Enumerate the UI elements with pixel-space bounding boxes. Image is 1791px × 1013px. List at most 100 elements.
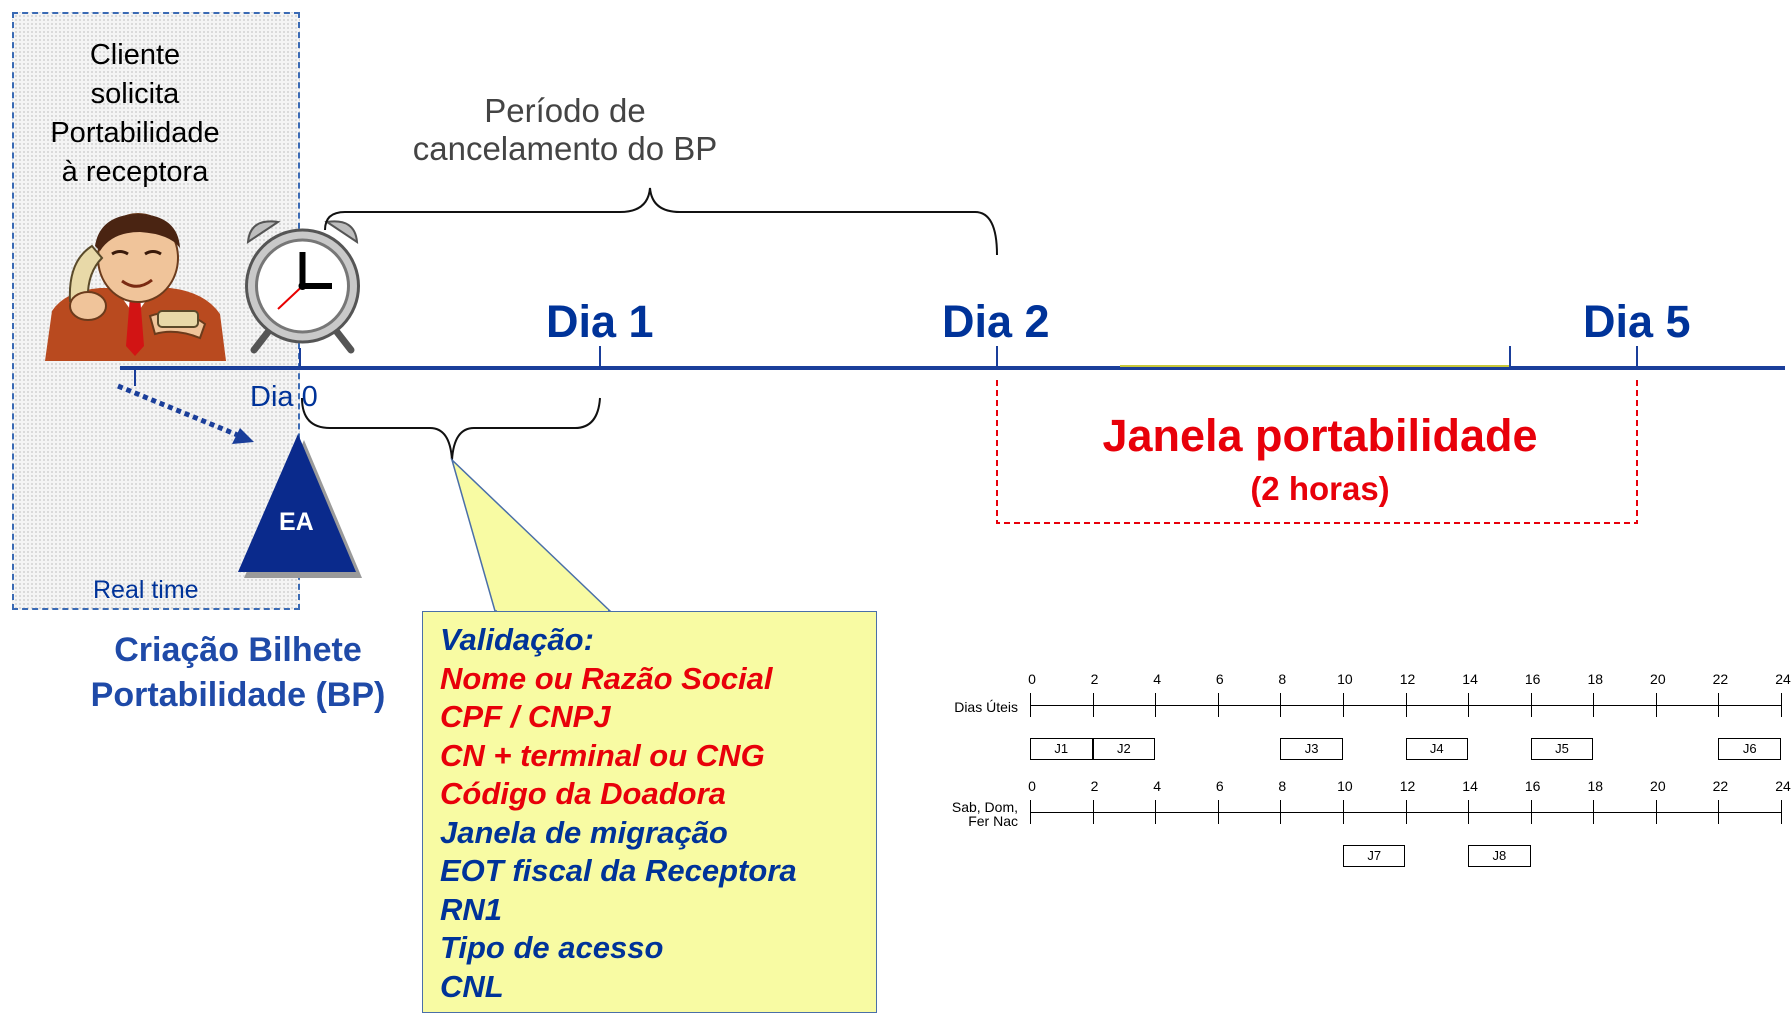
schedule-tick — [1468, 800, 1470, 824]
schedule-hour-label: 20 — [1650, 778, 1666, 794]
schedule-hour-label: 6 — [1215, 778, 1224, 794]
janela-title: Janela portabilidade — [1102, 410, 1538, 461]
schedule-tick — [1155, 800, 1157, 824]
migration-window-box: J8 — [1468, 845, 1531, 867]
schedule-tick — [1718, 800, 1720, 824]
client-line-3: Portabilidade — [50, 117, 220, 149]
schedule-tick — [1593, 693, 1595, 717]
schedule-hour-label: 8 — [1278, 778, 1287, 794]
validation-item: Tipo de acesso — [440, 930, 664, 965]
schedule-hour-label: 16 — [1524, 671, 1541, 687]
validation-item: CPF / CNPJ — [440, 699, 611, 734]
schedule-tick — [1655, 800, 1657, 824]
schedule-hour-label: 18 — [1587, 778, 1604, 794]
validation-item: RN1 — [440, 891, 503, 927]
schedule-tick — [1405, 693, 1407, 717]
dia0-label: Dia 0 — [250, 381, 318, 413]
schedule-hour-label: 2 — [1090, 778, 1099, 794]
schedule-hour-label: 6 — [1215, 671, 1224, 687]
cancellation-brace — [324, 187, 998, 256]
schedule-tick — [1781, 800, 1782, 824]
realtime-label: Real time — [93, 576, 199, 604]
schedule-tick — [1655, 693, 1657, 717]
validation-brace — [301, 397, 601, 461]
schedule-tick — [1342, 693, 1344, 717]
ticket-creation-label: Criação Bilhete Portabilidade (BP) — [68, 628, 408, 718]
schedule-hour-label: 10 — [1337, 778, 1353, 794]
criacao-line-2: Portabilidade (BP) — [90, 676, 386, 714]
ea-label: EA — [279, 508, 314, 536]
schedule-row-label: Sab, Dom,Fer Nac — [915, 800, 1018, 828]
schedule-hour-label: 14 — [1462, 778, 1478, 794]
schedule-tick — [1342, 800, 1344, 824]
dia1-label: Dia 1 — [546, 296, 654, 347]
schedule-hour-label: 16 — [1524, 778, 1541, 794]
schedule-hour-label: 0 — [1028, 778, 1036, 794]
schedule-tick — [1280, 800, 1282, 824]
schedule-hour-label: 22 — [1712, 671, 1729, 687]
schedule-hour-label: 18 — [1587, 671, 1604, 687]
janela-window-box — [996, 380, 1638, 524]
schedule-tick — [1718, 693, 1720, 717]
schedule-hour-label: 20 — [1650, 671, 1666, 687]
schedule-row-label-line: Dias Úteis — [954, 699, 1018, 715]
validation-item: CN + terminal ou CNG — [440, 737, 765, 773]
schedule-hour-label: 4 — [1153, 778, 1162, 794]
schedule-hour-label: 4 — [1153, 671, 1162, 687]
schedule-row-label-line: Fer Nac — [968, 813, 1018, 829]
schedule-tick — [1593, 800, 1595, 824]
schedule-hour-label: 24 — [1775, 671, 1791, 687]
schedule-hour-label: 24 — [1775, 778, 1791, 794]
migration-window-box: J7 — [1342, 845, 1406, 867]
migration-window-box: J2 — [1092, 738, 1156, 760]
migration-window-box: J5 — [1530, 738, 1594, 760]
validation-item: Código da Doadora — [440, 776, 726, 811]
schedule-tick — [1092, 800, 1094, 824]
schedule-tick — [1092, 693, 1094, 717]
schedule-hour-label: 12 — [1399, 671, 1416, 687]
ea-triangle — [238, 434, 356, 572]
man-on-phone-icon — [45, 213, 226, 361]
schedule-hour-label: 14 — [1462, 671, 1478, 687]
validation-callout-pointer — [450, 457, 612, 612]
schedule-hour-label: 12 — [1399, 778, 1416, 794]
schedule-hour-label: 0 — [1028, 671, 1036, 687]
validation-title: Validação: — [440, 622, 594, 657]
schedule-tick — [1217, 800, 1219, 824]
schedule-tick — [1217, 693, 1219, 717]
validation-item: EOT fiscal da Receptora — [440, 853, 797, 888]
schedule-row-label-line: Sab, Dom, — [951, 799, 1018, 815]
criacao-line-1: Criação Bilhete — [114, 631, 362, 669]
client-line-4: à receptora — [61, 156, 209, 188]
schedule-row-label: Dias Úteis — [915, 700, 1018, 714]
periodo-line-2: cancelamento do BP — [412, 130, 718, 167]
validation-item: Nome ou Razão Social — [440, 660, 773, 696]
periodo-line-1: Período de — [484, 92, 646, 129]
schedule-tick — [1781, 693, 1782, 717]
schedule-hour-label: 10 — [1337, 671, 1353, 687]
schedule-hour-label: 2 — [1090, 671, 1099, 687]
client-line-2: solicita — [90, 78, 180, 110]
migration-window-box: J1 — [1030, 738, 1093, 760]
schedule-tick — [1405, 800, 1407, 824]
schedule-tick — [1030, 800, 1031, 824]
schedule-tick — [1530, 800, 1532, 824]
schedule-tick — [1280, 693, 1282, 717]
migration-window-box: J4 — [1405, 738, 1469, 760]
migration-window-box: J6 — [1718, 738, 1781, 760]
dia5-label: Dia 5 — [1583, 296, 1691, 347]
client-to-ea-arrow — [117, 383, 241, 439]
janela-subtitle: (2 horas) — [1250, 470, 1390, 507]
client-line-1: Cliente — [89, 39, 181, 71]
client-request-text: Cliente solicita Portabilidade à recepto… — [20, 36, 250, 192]
schedule-tick — [1155, 693, 1157, 717]
schedule-tick — [1030, 693, 1031, 717]
schedule-tick — [1468, 693, 1470, 717]
validation-item: CNL — [440, 968, 504, 1004]
alarm-clock-icon — [245, 220, 360, 354]
validation-item: Janela de migração — [440, 814, 728, 850]
